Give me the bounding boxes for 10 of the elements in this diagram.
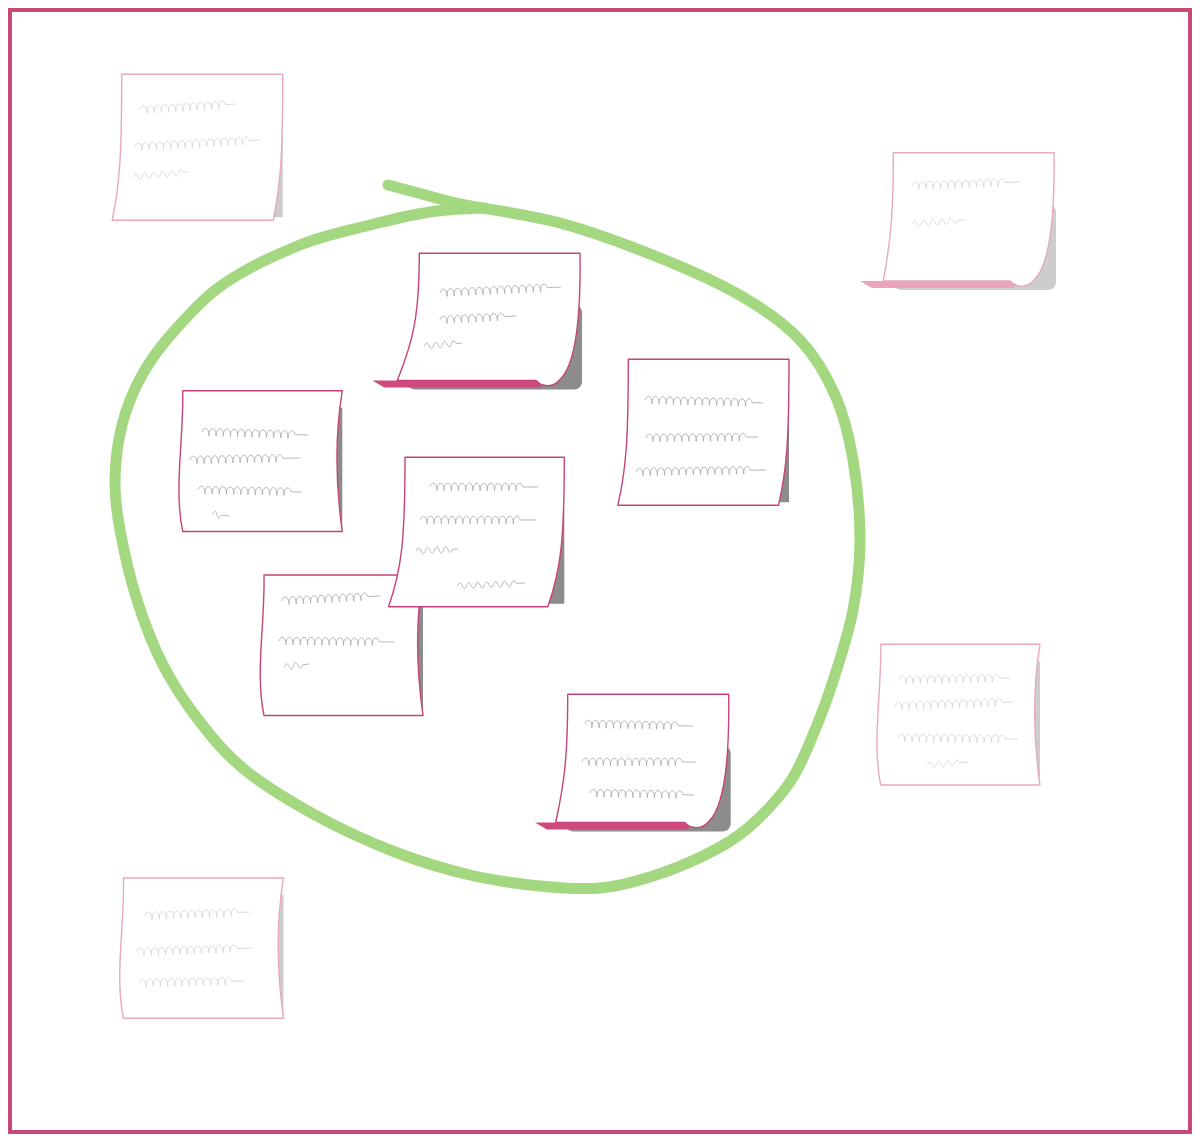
hand-drawn-loop xyxy=(109,179,866,895)
sticky-note xyxy=(617,358,790,506)
sticky-note xyxy=(178,390,343,533)
sticky-note xyxy=(860,152,1056,290)
sticky-note xyxy=(876,643,1041,786)
sticky-note xyxy=(111,73,284,221)
sticky-note xyxy=(372,252,582,390)
sticky-note xyxy=(259,574,424,717)
sticky-note xyxy=(119,877,285,1019)
sticky-note xyxy=(535,693,731,832)
